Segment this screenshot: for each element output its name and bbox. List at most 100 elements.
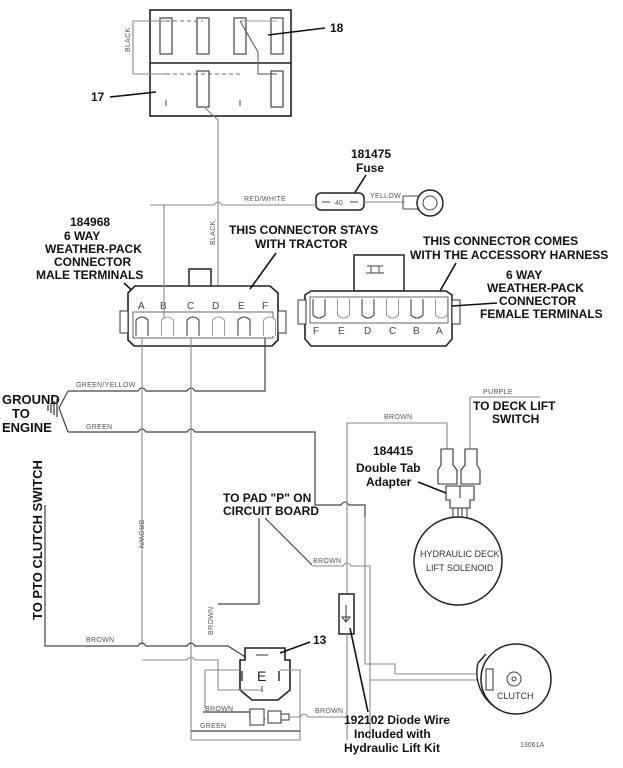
circuit-board-wire: [218, 518, 260, 605]
ground-line1: GROUND: [2, 392, 60, 407]
female-connector-line1: 6 WAY: [506, 268, 542, 282]
relay-terminal: [196, 17, 210, 55]
fuse-181475: 181475 Fuse 40: [315, 147, 391, 211]
clutch-terminal: [485, 668, 494, 691]
part-label-18: 18: [330, 21, 344, 35]
connector-pin-socket: [361, 299, 375, 319]
ground-line3: ENGINE: [2, 420, 52, 435]
callout-pad-line2: CIRCUIT BOARD: [223, 504, 319, 518]
latch-t-mark: [366, 265, 384, 274]
wire-label-red-white: RED/WHITE: [244, 196, 286, 203]
leader-female-connector: [451, 302, 498, 307]
adapter-line1: Double Tab: [356, 461, 420, 475]
brown-wire-adapter: [346, 422, 448, 622]
connector-pin-socket: [386, 299, 399, 319]
black-wire-loop: [132, 20, 166, 75]
pin-label-e: E: [338, 326, 345, 337]
callout-pto: TO PTO CLUTCH SWITCH: [30, 460, 45, 620]
wire-label-brown-pto: BROWN: [86, 637, 114, 644]
relay-terminal: [159, 17, 173, 55]
ground-fork: [58, 390, 69, 433]
callout-stays-line2: WITH TRACTOR: [255, 237, 348, 251]
ground-to-engine: GROUND TO ENGINE: [2, 390, 69, 435]
wire-label-green-yellow: GREEN/YELLOW: [76, 382, 136, 389]
clutch-hub-center: [511, 676, 517, 682]
relay-terminal: [233, 17, 247, 55]
bullet-connector-tip: [280, 713, 290, 721]
brown-wire-diode: [289, 713, 347, 718]
connector-side-tab: [451, 299, 461, 325]
relay-13-body: [239, 647, 291, 701]
ring-terminal-hole: [422, 195, 438, 211]
connector-side-tab: [277, 310, 287, 334]
connector-side-tab: [119, 310, 129, 334]
wire-to-clutch: [364, 517, 480, 675]
connector-pin-socket: [435, 299, 448, 319]
callout-comes-line2: WITH THE ACCESSORY HARNESS: [410, 248, 608, 262]
adapter-tab: [437, 448, 458, 485]
fuse-part-number: 181475: [351, 147, 391, 161]
wire-label-brown-pad: BROWN: [313, 558, 341, 565]
wire-label-black: BLACK: [125, 28, 132, 52]
black-wire: [202, 105, 219, 307]
callout-stays-line1: THIS CONNECTOR STAYS: [229, 223, 378, 237]
relay-block-17-18: BLACK 18 17: [91, 9, 344, 117]
connector-pin-socket: [186, 316, 200, 336]
male-connector-184968: 184968 6 WAY WEATHER-PACK CONNECTOR MALE…: [36, 215, 287, 347]
hydraulic-deck-lift-solenoid: HYDRAULIC DECK LIFT SOLENOID: [413, 516, 503, 606]
connector-pin-socket: [312, 299, 326, 319]
diode-line1: 192102 Diode Wire: [344, 713, 450, 727]
pin-label-e: E: [238, 301, 245, 312]
pin-label-c: C: [389, 326, 396, 337]
clutch-label: CLUTCH: [497, 691, 534, 701]
connector-pin-socket: [212, 316, 225, 336]
pin-label-b: B: [413, 326, 420, 337]
ring-terminal-neck: [402, 195, 418, 210]
female-connector: THIS CONNECTOR COMES WITH THE ACCESSORY …: [297, 234, 608, 347]
adapter-tab: [460, 448, 481, 485]
adapter-part-number: 184415: [373, 444, 413, 458]
wire-label-black-2: BLACK: [210, 221, 217, 245]
solenoid-line1: HYDRAULIC DECK: [420, 549, 500, 559]
male-connector-body: [127, 285, 279, 347]
callout-comes-line1: THIS CONNECTOR COMES: [423, 234, 578, 248]
wire-label-green-bottom: GREEN: [200, 723, 226, 730]
relay-terminal: [270, 17, 284, 55]
connector-pin-socket: [263, 316, 276, 336]
female-connector-line4: FEMALE TERMINALS: [480, 307, 603, 321]
bullet-connector-female: [249, 708, 265, 726]
fuse-rating: 40: [335, 200, 343, 207]
relay-13: E 13: [239, 633, 327, 701]
red-white-wire: [150, 201, 316, 206]
leader-18: [267, 27, 326, 36]
part-label-13: 13: [313, 633, 327, 647]
wire-label-brown-bottom: BROWN: [205, 706, 233, 713]
diode-192102: 192102 Diode Wire Included with Hydrauli…: [338, 593, 450, 755]
pin-label-d: D: [212, 301, 219, 312]
male-connector-line1: 6 WAY: [64, 229, 100, 243]
leader-pad: [264, 517, 313, 566]
leader-comes: [439, 262, 457, 292]
pin-label-d: D: [364, 326, 371, 337]
part-label-17: 17: [91, 90, 105, 104]
callout-deck-line2: SWITCH: [492, 412, 539, 426]
double-tab-adapter-184415: 184415 Double Tab Adapter: [356, 444, 481, 522]
connector-pin-socket: [161, 316, 174, 336]
wire-label-brown-diode: BROWN: [315, 708, 343, 715]
figure-id: 13061A: [520, 742, 544, 749]
connector-pin-socket: [135, 316, 149, 336]
leader-stays: [249, 252, 277, 290]
leader-adapter: [417, 481, 447, 494]
solenoid-line2: LIFT SOLENOID: [426, 563, 494, 573]
green-wire: [68, 428, 366, 517]
relay-terminal: [270, 70, 284, 108]
brown-wire-pad: [312, 562, 371, 740]
callout-deck-line1: TO DECK LIFT: [473, 399, 556, 413]
relay-13-loop: [191, 669, 301, 741]
connector-side-tab: [297, 299, 307, 325]
pto-clutch: CLUTCH: [476, 643, 552, 715]
diode-line2: Included with: [354, 727, 431, 741]
solenoid-body: [413, 516, 503, 606]
male-connector-line4: MALE TERMINALS: [36, 268, 143, 282]
